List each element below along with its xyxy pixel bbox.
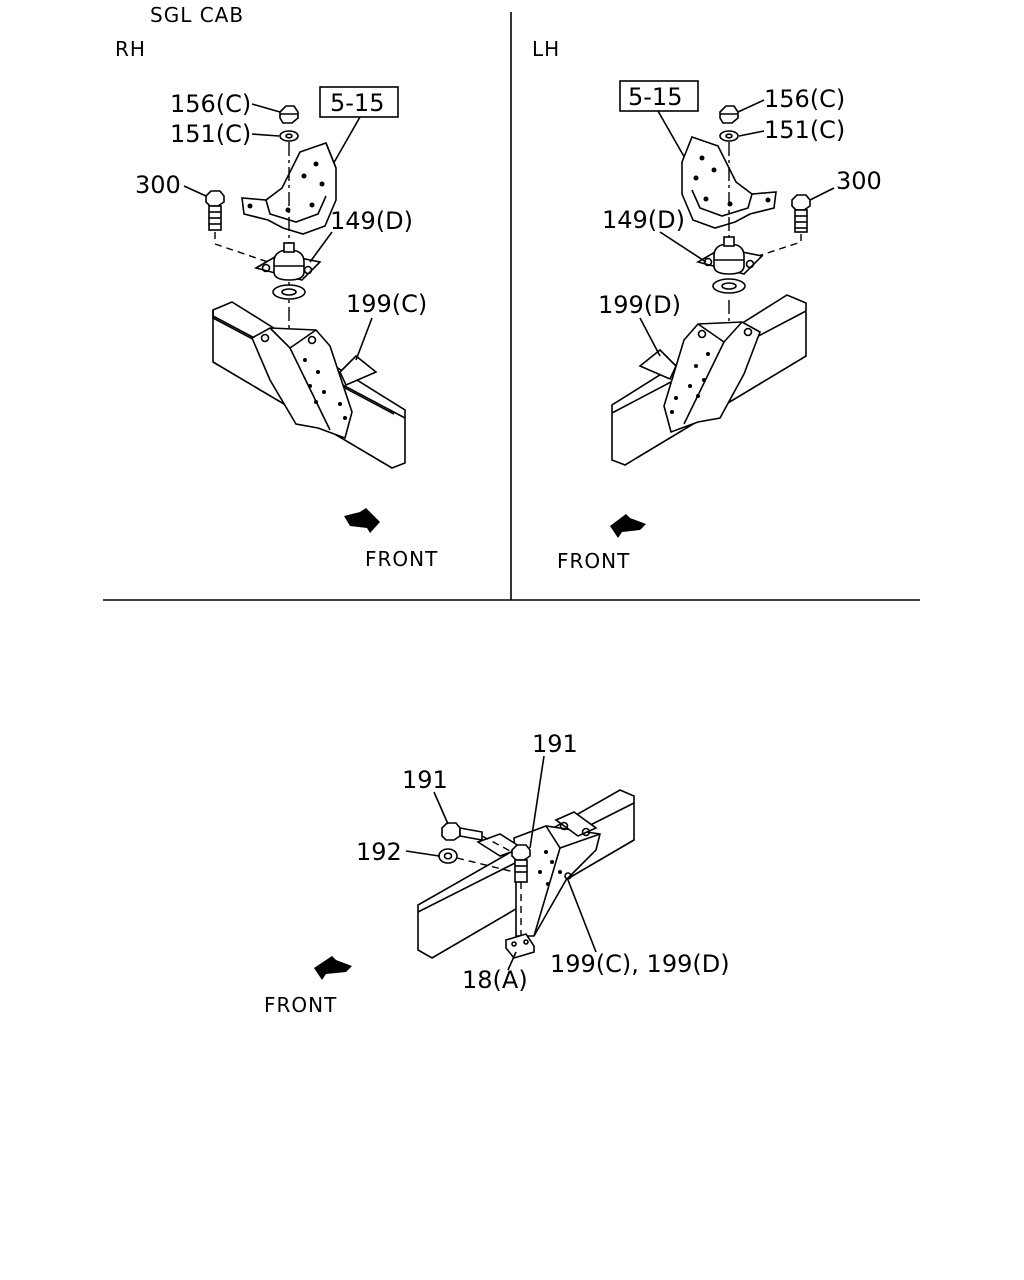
rh-front-arrow-icon [344,508,380,533]
lh-mount-icon[interactable] [695,236,764,294]
lh-front-label: FRONT [557,549,630,573]
lh-washer-icon[interactable] [719,130,739,142]
lh-label: LH [532,37,560,61]
bottom-top-bolt-callout: 191 [532,730,578,758]
rh-bolt-callout: 300 [135,171,181,199]
lh-bolt-icon[interactable] [791,194,811,233]
rh-mount-icon[interactable] [253,242,322,300]
lh-ref-box[interactable] [619,80,699,112]
bottom-side-bolt-callout: 191 [402,766,448,794]
bottom-top-bolt-leader [529,755,545,849]
bottom-bracket-leader [567,879,597,953]
rh-bracket-callout: 199(C) [346,290,427,318]
rh-front-label: FRONT [365,547,438,571]
lh-nut-leader [737,99,765,113]
rh-bolt-icon[interactable] [205,190,225,231]
bottom-plate-callout: 18(A) [462,966,528,994]
lh-bolt-callout: 300 [836,167,882,195]
bottom-plate-icon[interactable] [504,933,536,959]
lh-washer-leader [738,130,765,137]
rh-ref-box-label: 5-15 [330,89,384,117]
lh-nut-callout: 156(C) [764,85,845,113]
rh-nut-icon[interactable] [279,105,299,124]
bottom-top-bolt-icon[interactable] [511,844,531,883]
rh-washer-icon[interactable] [279,130,299,142]
lh-front-arrow-icon [610,514,646,538]
rh-label: RH [115,37,146,61]
bottom-side-bolt-leader [433,791,449,825]
rh-washer-callout: 151(C) [170,120,251,148]
rh-frame-bracket[interactable] [250,327,378,440]
lh-ref-box-label: 5-15 [628,83,682,111]
bottom-side-bolt-icon[interactable] [441,822,483,841]
bottom-detail: 199(C), 199(D) 191 191 192 [264,730,730,1017]
cab-type-label: SGL CAB [150,3,244,27]
rh-bolt-leader [183,185,207,197]
lh-mount-leader [659,231,707,263]
bottom-bracket[interactable] [513,811,601,937]
rh-ref-box[interactable] [319,86,399,118]
rh-cab-bracket [241,141,337,235]
rh-nut-leader [251,103,281,113]
lh-bracket-callout: 199(D) [598,291,681,319]
lh-panel: 5-15 156(C) 151(C) [557,80,882,573]
bottom-front-arrow-icon [314,956,352,980]
bottom-bracket-callout: 199(C), 199(D) [550,950,730,978]
rh-nut-callout: 156(C) [170,90,251,118]
lh-nut-icon[interactable] [719,105,739,124]
bottom-front-label: FRONT [264,993,337,1017]
bottom-plate-leader [507,951,517,971]
rh-ref-leader [331,116,361,167]
lh-mount-callout: 149(D) [602,206,685,234]
lh-washer-callout: 151(C) [764,116,845,144]
rh-panel: 5-15 156(C) 151(C) [135,86,438,571]
lh-bracket-leader [639,317,661,357]
rh-bracket-leader [355,317,373,361]
lh-ref-leader [657,110,687,161]
rh-washer-leader [251,133,280,137]
bottom-side-nut-icon[interactable] [438,848,458,864]
rh-mount-leader [309,231,333,263]
lh-bolt-leader [809,187,835,201]
bottom-side-nut-callout: 192 [356,838,402,866]
rh-mount-callout: 149(D) [330,207,413,235]
lh-cab-bracket [681,135,777,229]
lh-frame-bracket[interactable] [638,321,761,434]
bottom-side-nut-leader [405,850,440,857]
